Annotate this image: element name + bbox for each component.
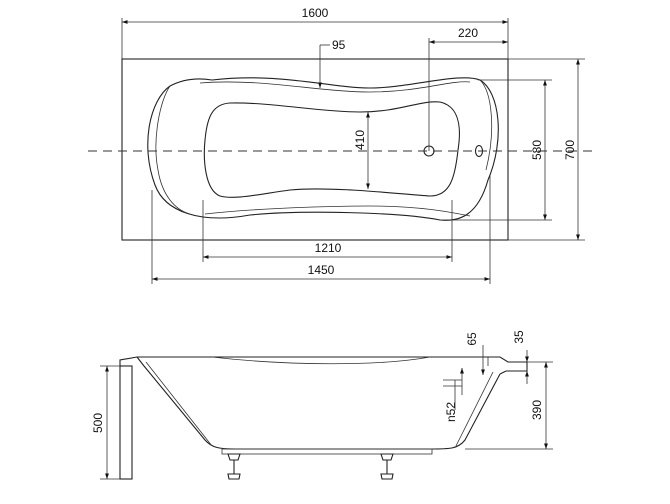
dim-35-label: 35 [512,330,526,344]
dim-bowl-width-label: 580 [530,140,544,160]
dim-depth-label: 390 [530,400,544,420]
dim-bottom-length-label: 1210 [315,241,342,255]
dim-bowl-length: 1450 [151,175,491,284]
dim-inner-width: 410 [353,112,370,189]
dim-bottom-length: 1210 [202,200,453,262]
dim-rim-offset-label: 95 [332,38,346,52]
dim-overall-length: 1600 [121,6,509,59]
support-leg-right [380,453,394,480]
support-leg-left [227,453,241,480]
side-rim-sheen [211,356,431,365]
dim-65-label: 65 [465,332,479,346]
dim-65: 65 [465,332,489,375]
dim-overall-width-label: 700 [563,140,577,160]
dim-height-label: 500 [91,413,105,433]
side-left-rim [119,356,528,375]
outer-bowl-contour-right [479,79,493,171]
dim-height: 500 [91,365,120,480]
outer-bowl-contour-inner [155,85,191,215]
dim-drain-offset-label: 220 [458,26,478,40]
side-front-panel [119,365,133,480]
dim-rim-offset: 95 [318,38,346,88]
inner-bottom-contour [203,101,460,198]
lower-rim-line [204,205,471,217]
overflow-marks [443,368,464,410]
dim-bowl-width: 580 [440,79,552,221]
dim-35: 35 [512,330,529,384]
side-view: 65 35 n52 390 500 [91,330,553,480]
dim-overall-width: 700 [508,58,585,241]
upper-rim-line [199,81,471,93]
dim-depth: 390 [465,361,553,450]
dim-drain-offset: 220 [428,26,508,151]
dim-bowl-length-label: 1450 [308,263,335,277]
tub-outer-rim [121,58,509,241]
top-view: 1600 95 220 410 580 [88,6,596,284]
overflow-height-label: n52 [444,402,458,422]
dim-inner-width-label: 410 [353,130,367,150]
side-tub-inner-line-right [455,371,494,447]
side-tub-inner-line [145,361,213,447]
side-support-frame [221,448,433,455]
dim-overall-length-label: 1600 [302,6,329,20]
outer-bowl-contour [147,77,499,221]
